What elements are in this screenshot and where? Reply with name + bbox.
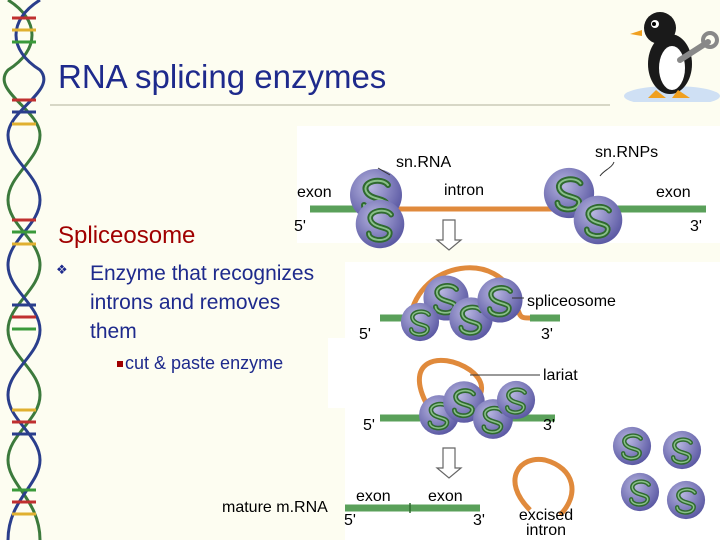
label-3prime-1: 3' (690, 218, 702, 235)
free-snrnp-1 (613, 427, 651, 465)
arrow-step-1 (435, 219, 463, 251)
arrow-step-2 (435, 447, 463, 479)
sub-bullet-marker-icon (117, 361, 123, 368)
label-lariat: lariat (543, 367, 578, 384)
label-exon-mature-right: exon (428, 488, 463, 505)
penguin-mascot-icon (624, 12, 720, 102)
label-spliceosome: spliceosome (527, 293, 616, 310)
spliceosome-heading: Spliceosome (58, 222, 196, 249)
label-exon-mature-left: exon (356, 488, 391, 505)
snrnp-2 (356, 200, 405, 249)
label-3prime-2: 3' (541, 326, 553, 343)
sub-bullet: cut & paste enzyme (117, 351, 317, 375)
slide-title: RNA splicing enzymes (58, 58, 387, 95)
dna-rungs (12, 16, 36, 516)
label-3prime-3: 3' (543, 417, 555, 434)
label-3prime-4: 3' (473, 512, 485, 529)
label-5prime-4: 5' (344, 512, 356, 529)
free-snrnp-3 (621, 473, 659, 511)
free-snrnp-2 (663, 431, 701, 469)
excised-lariat (512, 456, 575, 517)
label-exon-left: exon (297, 184, 332, 201)
dna-helix-decoration (2, 0, 46, 540)
label-exon-right: exon (656, 184, 691, 201)
label-5prime-1: 5' (294, 218, 306, 235)
pre-mrna-stage (310, 161, 706, 249)
label-intron: intron (444, 182, 484, 199)
dna-strands (2, 0, 46, 540)
title-underline (50, 104, 610, 106)
spliceosome-stage (380, 265, 560, 341)
label-mature-mrna: mature m.RNA (222, 499, 328, 516)
label-snrna: sn.RNA (396, 154, 451, 171)
sub-bullet-text: cut & paste enzyme (125, 353, 284, 373)
snrnp-brace (599, 161, 615, 177)
label-5prime-2: 5' (359, 326, 371, 343)
label-5prime-3: 5' (363, 417, 375, 434)
snrnp-4 (574, 196, 623, 245)
label-snrnps: sn.RNPs (595, 144, 658, 161)
lower-panel-notch (328, 338, 348, 408)
bullet-marker-icon: ❖ (56, 262, 68, 277)
bullet-text: Enzyme that recognizes introns and remov… (90, 262, 315, 343)
free-snrnp-4 (667, 481, 705, 519)
lariat-stage (380, 357, 555, 439)
mature-stage (345, 427, 705, 519)
snrna-pointer (377, 167, 391, 176)
